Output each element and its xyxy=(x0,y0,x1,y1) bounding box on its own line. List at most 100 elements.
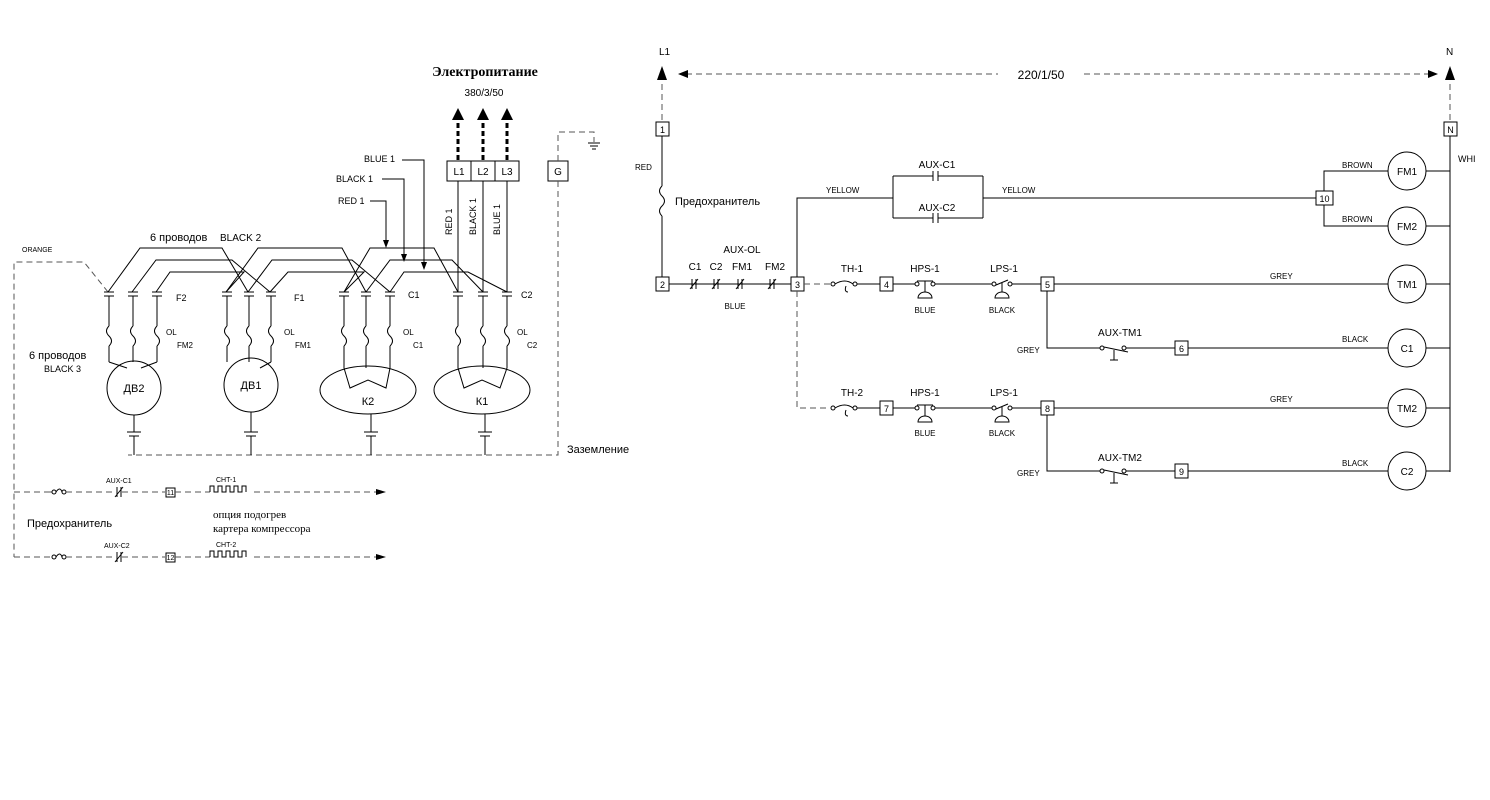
ol-c2-ol: OL xyxy=(517,328,528,337)
label-black-a: BLACK xyxy=(989,306,1016,315)
terminal-block: L1 L2 L3 xyxy=(446,160,520,182)
label-aux-tm1: AUX-TM1 xyxy=(1098,328,1142,339)
heater-note-2: картера компрессора xyxy=(213,523,311,535)
heater-1-cht: CHT-1 xyxy=(216,477,236,484)
contactor-f2: F2 OL FM2 xyxy=(104,291,194,369)
feed-black1: BLACK 1 xyxy=(468,198,478,235)
label-black-d: BLACK xyxy=(1342,459,1369,468)
box-2: 2 xyxy=(660,280,665,290)
compressor-k2-label: К2 xyxy=(362,396,375,408)
motor-dv2-label: ДВ2 xyxy=(124,383,145,395)
heater-2-cht: CHT-2 xyxy=(216,542,236,549)
fuse-label-right: Предохранитель xyxy=(675,196,760,208)
label-six-wires-top: 6 проводов xyxy=(150,232,207,244)
box-6: 6 xyxy=(1179,344,1184,354)
box-n: N xyxy=(1447,125,1454,135)
ol-fm2-dev: FM2 xyxy=(177,341,194,350)
box-9: 9 xyxy=(1179,467,1184,477)
label-hps1-a: HPS-1 xyxy=(910,264,940,275)
load-fm1: FM1 xyxy=(1397,167,1417,178)
terminal-l1: L1 xyxy=(453,167,465,178)
label-aux-c2: AUX-C2 xyxy=(919,203,956,214)
label-orange: ORANGE xyxy=(22,247,53,254)
ol-c2-dev: C2 xyxy=(527,341,538,350)
supply-n-label: N xyxy=(1446,47,1453,58)
label-blue-a: BLUE xyxy=(915,306,936,315)
heater-2: AUX-C2 12 CHT-2 xyxy=(14,542,386,563)
bus-wires xyxy=(107,247,508,293)
label-grey-b: GREY xyxy=(1017,346,1040,355)
label-black-c: BLACK xyxy=(1342,335,1369,344)
load-tm1: TM1 xyxy=(1397,280,1417,291)
label-blue1: BLUE 1 xyxy=(364,154,395,164)
box-8: 8 xyxy=(1045,404,1050,414)
load-c1: C1 xyxy=(1401,344,1414,355)
motor-dv1: ДВ1 xyxy=(223,357,279,455)
terminal-l3: L3 xyxy=(501,167,513,178)
heater-note-1: опция подогрев xyxy=(213,509,286,521)
terminal-g: G xyxy=(554,167,562,178)
label-grey-a: GREY xyxy=(1270,272,1293,281)
feed-red1: RED 1 xyxy=(444,208,454,235)
chain-c2: C2 xyxy=(710,262,723,273)
label-red: RED xyxy=(635,163,652,172)
label-brown-a: BROWN xyxy=(1342,161,1373,170)
heater-1: AUX-C1 11 CHT-1 xyxy=(48,477,386,498)
label-aux-tm2: AUX-TM2 xyxy=(1098,453,1142,464)
load-c2: C2 xyxy=(1401,467,1414,478)
power-circuit: Электропитание 380/3/50 L1 L2 L3 G xyxy=(13,65,629,563)
compressor-k1: К1 xyxy=(433,365,531,455)
contactor-c2-label: C2 xyxy=(521,290,533,300)
label-blue-b: BLUE xyxy=(915,429,936,438)
contactor-f1-label: F1 xyxy=(294,293,305,303)
contactor-c2: C2 OL C2 xyxy=(453,290,538,368)
compressor-k1-label: К1 xyxy=(476,396,489,408)
heater-1-box: 11 xyxy=(167,490,174,497)
label-black2: BLACK 2 xyxy=(220,233,262,244)
ol-fm1-dev: FM1 xyxy=(295,341,312,350)
ol-c1-ol: OL xyxy=(403,328,414,337)
label-red1: RED 1 xyxy=(338,196,365,206)
fuse-label-left: Предохранитель xyxy=(27,518,112,530)
supply-l1-label: L1 xyxy=(659,47,671,58)
load-fm2: FM2 xyxy=(1397,222,1417,233)
ground-label: Заземление xyxy=(567,444,629,456)
power-title: Электропитание xyxy=(432,65,538,80)
label-yellow-b: YELLOW xyxy=(1002,186,1036,195)
box-4: 4 xyxy=(884,280,889,290)
label-hps1-b: HPS-1 xyxy=(910,388,940,399)
motor-dv1-label: ДВ1 xyxy=(241,380,262,392)
label-brown-b: BROWN xyxy=(1342,215,1373,224)
feed-blue1: BLUE 1 xyxy=(492,204,502,235)
chain-c1: C1 xyxy=(689,262,702,273)
box-7: 7 xyxy=(884,404,889,414)
three-phase-rating: 380/3/50 xyxy=(465,88,504,99)
label-six-wires-left: 6 проводов xyxy=(29,350,86,362)
box-1: 1 xyxy=(660,125,665,135)
label-grey-c: GREY xyxy=(1270,395,1293,404)
label-whi: WHI xyxy=(1458,154,1476,164)
label-blue: BLUE xyxy=(725,302,746,311)
label-black1: BLACK 1 xyxy=(336,174,373,184)
heater-2-box: 12 xyxy=(167,555,175,562)
label-black3: BLACK 3 xyxy=(44,364,81,374)
contactor-f1: F1 OL FM1 xyxy=(222,291,312,369)
chain-fm1: FM1 xyxy=(732,262,752,273)
compressor-k2: К2 xyxy=(319,365,417,455)
box-3: 3 xyxy=(795,280,800,290)
heater-1-aux: AUX-C1 xyxy=(106,478,132,485)
ground-terminal: G xyxy=(128,131,600,456)
box-5: 5 xyxy=(1045,280,1050,290)
single-phase-rating: 220/1/50 xyxy=(1018,68,1065,82)
terminal-l2: L2 xyxy=(477,167,489,178)
load-tm2: TM2 xyxy=(1397,404,1417,415)
contactor-c1-label: C1 xyxy=(408,290,420,300)
label-th2: TH-2 xyxy=(841,388,864,399)
ol-c1-dev: C1 xyxy=(413,341,424,350)
label-th1: TH-1 xyxy=(841,264,864,275)
contactor-c1: C1 OL C1 xyxy=(339,290,424,368)
label-black-b: BLACK xyxy=(989,429,1016,438)
label-aux-ol: AUX-OL xyxy=(723,245,761,256)
motor-dv2: ДВ2 xyxy=(106,360,162,455)
